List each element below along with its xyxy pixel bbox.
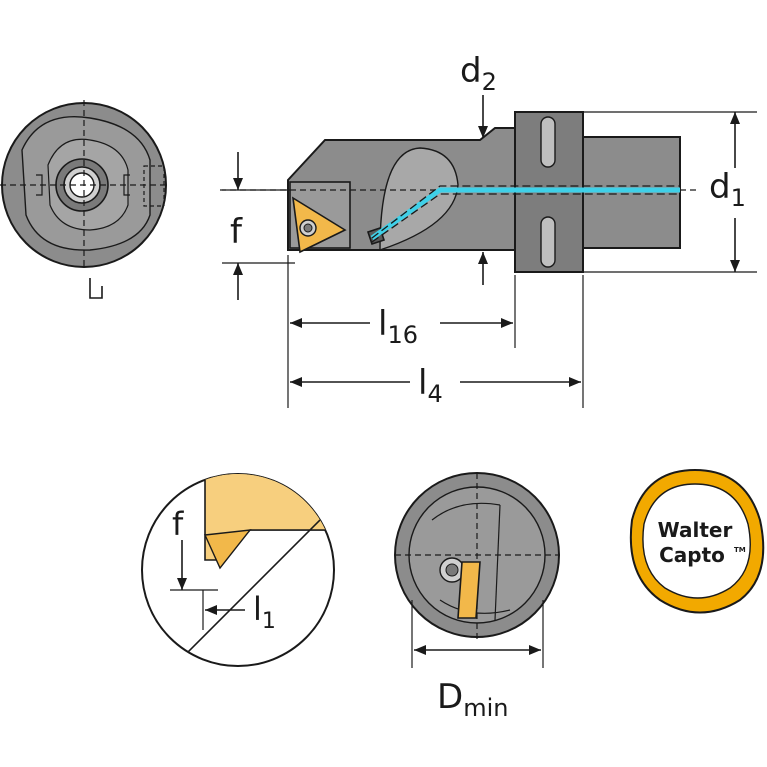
dimensions [222, 95, 757, 408]
dmin-label: Dmin [437, 677, 508, 722]
front-view-dmin [394, 472, 560, 668]
d1-label: d1 [709, 167, 746, 212]
insert-detail-view [141, 473, 335, 667]
logo-line2: Capto [659, 543, 725, 567]
walter-capto-logo: Walter Capto TM [629, 468, 765, 614]
side-view [220, 111, 700, 273]
f-label: f [230, 212, 243, 252]
logo-line1: Walter [658, 518, 733, 542]
l1-label: l1 [253, 590, 276, 634]
end-view-left [0, 100, 168, 299]
d2-label: d2 [460, 51, 497, 96]
l4-label: l4 [418, 363, 443, 408]
f-detail-label: f [172, 505, 184, 543]
logo-tm: TM [734, 546, 746, 554]
l16-label: l16 [378, 304, 418, 349]
